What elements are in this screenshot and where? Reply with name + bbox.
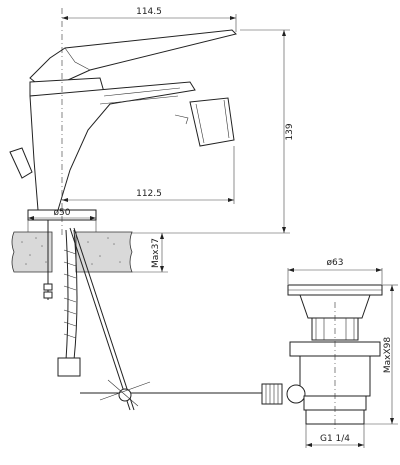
surface-left xyxy=(11,231,53,273)
waste-side-port xyxy=(286,384,306,404)
nozzle xyxy=(189,97,235,147)
surface-right xyxy=(75,231,133,273)
dim-112-label: 112.5 xyxy=(136,189,162,199)
clamp-lines xyxy=(99,379,151,407)
spout-edge xyxy=(103,87,181,97)
dim-63-label: ø63 xyxy=(327,258,344,268)
flex-hose-1 xyxy=(65,229,69,361)
popup-rod-2 xyxy=(73,227,135,411)
waste-assembly xyxy=(261,284,383,430)
dimension-spout-reach: 114.5 xyxy=(62,7,237,32)
flex-hose-2 xyxy=(73,229,78,361)
rod-nut xyxy=(43,283,53,291)
dim-thread-label: G1 1/4 xyxy=(320,434,350,444)
mixer-faucet xyxy=(9,8,237,236)
dim-50-label: ø50 xyxy=(54,208,71,218)
dimension-base-to-nozzle: 112.5 xyxy=(62,146,235,204)
dimension-max-thickness: Max37 xyxy=(132,233,168,273)
dim-139-label: 139 xyxy=(285,123,295,140)
dimension-base-diameter: ø50 xyxy=(27,208,97,234)
nozzle-tip xyxy=(223,99,230,139)
waste-lever-nut xyxy=(261,383,283,405)
dim-max98-label: MaxX98 xyxy=(383,337,393,373)
lever-joint xyxy=(64,47,91,71)
dim-max37-label: Max37 xyxy=(151,238,161,268)
dimension-waste-height: MaxX98 xyxy=(364,284,398,425)
nut-grip xyxy=(315,318,355,340)
dimension-waste-thread: G1 1/4 xyxy=(305,424,365,448)
hose-connector xyxy=(57,357,81,377)
hose-braid xyxy=(63,249,77,339)
waste-body-top xyxy=(289,341,381,357)
installation-parts xyxy=(43,220,270,411)
rod-nut-2 xyxy=(43,291,53,299)
mounting-surface xyxy=(11,231,133,273)
lever-handle xyxy=(29,29,237,87)
nozzle-ring xyxy=(195,103,205,144)
diverter-knob xyxy=(9,147,33,179)
spout-body xyxy=(29,81,196,211)
nozzle-arrow xyxy=(174,114,189,125)
lever-nut-grip xyxy=(265,384,279,404)
spout-edge-lower xyxy=(99,95,179,105)
popup-rod xyxy=(69,227,131,411)
dimension-waste-diameter: ø63 xyxy=(287,258,383,284)
dim-114-label: 114.5 xyxy=(136,7,162,17)
